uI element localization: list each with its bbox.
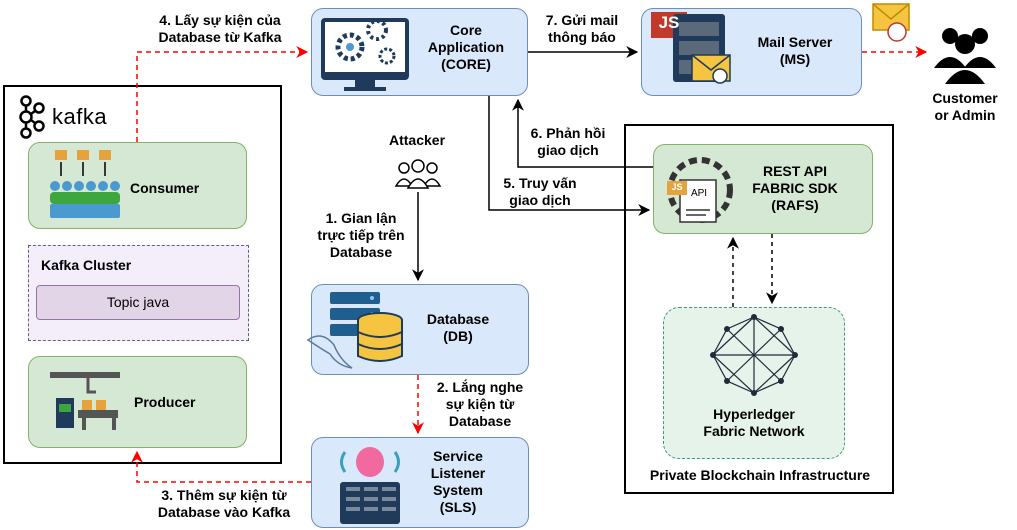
attacker-label: Attacker (389, 132, 446, 148)
topic-java-box[interactable] (36, 285, 240, 320)
mail-server-icon (651, 12, 731, 84)
service-listener-icon (340, 447, 400, 524)
topic-java-label: Topic java (106, 294, 170, 310)
api-badge-text: API (690, 188, 708, 199)
kafka-wordmark: kafka (52, 104, 108, 129)
producer-factory-icon (50, 372, 120, 430)
rest-api-gear-icon (667, 157, 733, 223)
arrow-step3 (131, 450, 311, 483)
js-badge-text: JS (658, 13, 680, 32)
arrow-step6 (512, 98, 653, 168)
email-icon (872, 3, 910, 42)
infrastructure-label: Private Blockchain Infrastructure (649, 467, 871, 483)
database-icon (306, 292, 403, 369)
kafka-logo-icon (19, 95, 45, 139)
database-label: Database(DB) (426, 311, 490, 344)
producer-label: Producer (134, 394, 196, 410)
arrow-step5 (488, 96, 651, 216)
js-small-badge-text: JS (671, 182, 683, 192)
consumer-label: Consumer (130, 180, 200, 196)
attacker-group-icon (394, 159, 442, 189)
customer-group-icon (934, 28, 996, 84)
consumer-people-icon (50, 150, 120, 218)
mail-server-label: Mail Server(MS) (757, 34, 833, 67)
hyperledger-network-icon (710, 314, 798, 396)
arrow-step4 (136, 46, 309, 142)
kafka-cluster-label: Kafka Cluster (41, 257, 132, 273)
monitor-gears-icon (321, 18, 409, 91)
